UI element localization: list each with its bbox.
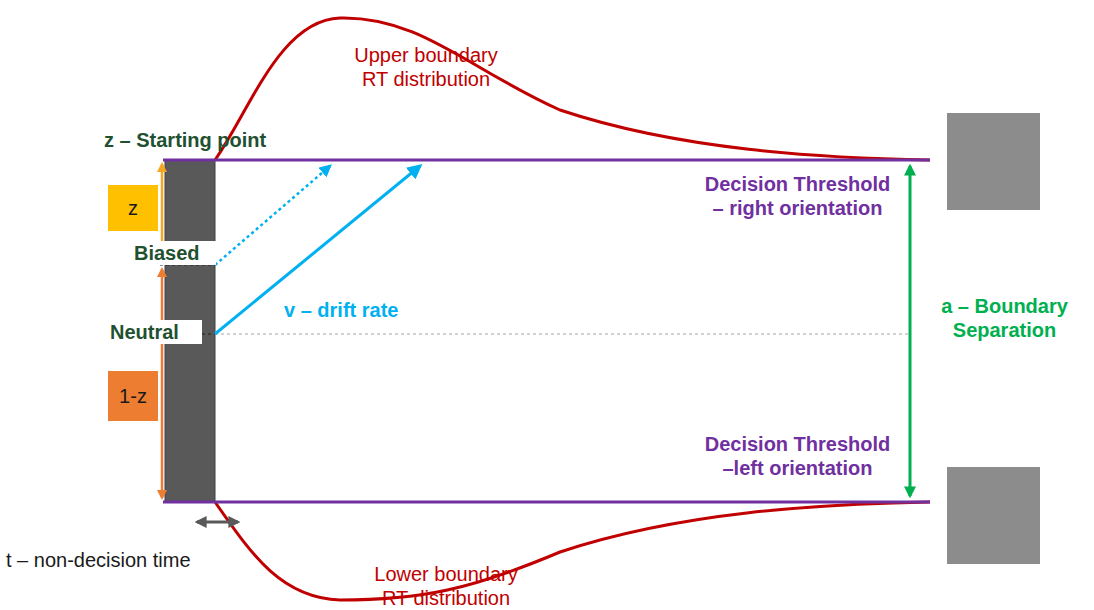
drift-rate-label: v – drift rate [284, 298, 398, 322]
z-box: z [108, 185, 158, 231]
upper-rt-label: Upper boundary RT distribution [346, 43, 506, 91]
box-text: z [128, 197, 138, 220]
neutral-label: Neutral [108, 320, 202, 344]
non-decision-label: t – non-decision time [6, 548, 191, 572]
starting-point-label: z – Starting point [104, 128, 266, 152]
box-text: 1-z [119, 385, 147, 408]
boundary-separation-label: a – Boundary Separation [922, 294, 1087, 342]
lower-rt-label: Lower boundary RT distribution [366, 562, 526, 610]
upper-threshold-label: Decision Threshold – right orientation [700, 172, 895, 220]
biased-label: Biased [132, 241, 216, 265]
one-minus-z-box: 1-z [108, 371, 158, 421]
lower-threshold-label: Decision Threshold –left orientation [700, 432, 895, 480]
